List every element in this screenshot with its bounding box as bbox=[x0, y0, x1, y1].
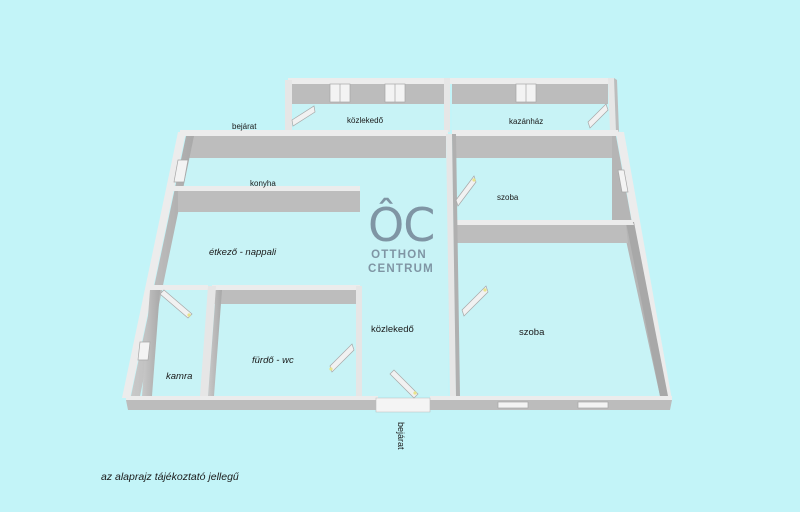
label-room-lower: szoba bbox=[519, 327, 545, 338]
label-entrance-bottom: bejárat bbox=[396, 422, 406, 450]
logo-line-2: CENTRUM bbox=[368, 263, 434, 275]
walls-main-top bbox=[180, 130, 620, 158]
wall-kitchen bbox=[172, 186, 360, 212]
walls-bottom bbox=[126, 396, 672, 413]
label-entrance-top: bejárat bbox=[232, 122, 257, 131]
wall-center bbox=[446, 134, 460, 396]
label-room-upper: szoba bbox=[497, 193, 519, 202]
otthon-centrum-logo: ÔC OTTHON CENTRUM bbox=[368, 198, 435, 276]
walls-right bbox=[612, 132, 672, 400]
doors bbox=[159, 103, 609, 399]
logo-mark: ÔC bbox=[368, 198, 435, 252]
disclaimer-note: az alaprajz tájékoztató jellegű bbox=[101, 471, 239, 483]
label-hall-center: közlekedő bbox=[371, 324, 414, 335]
windows bbox=[137, 83, 629, 409]
label-bathroom: fürdő - wc bbox=[252, 355, 294, 366]
walls-lower-left bbox=[142, 285, 362, 396]
logo-line-1: OTTHON bbox=[371, 249, 427, 261]
label-kitchen: konyha bbox=[250, 179, 276, 188]
door-handles bbox=[187, 178, 487, 395]
label-dining-living: étkező - nappali bbox=[209, 247, 277, 258]
label-pantry: kamra bbox=[166, 371, 193, 382]
label-hall-top: közlekedő bbox=[347, 116, 384, 125]
wall-room-divider bbox=[456, 220, 634, 243]
label-boiler-room: kazánház bbox=[509, 117, 544, 126]
